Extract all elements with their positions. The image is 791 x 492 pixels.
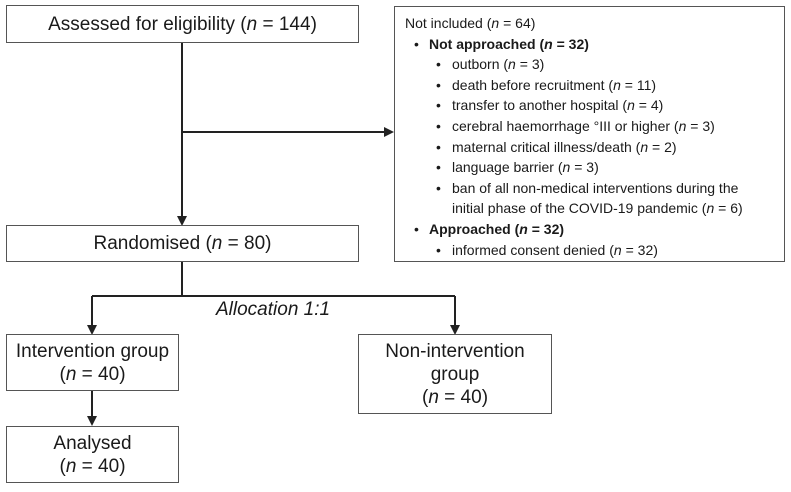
randomised-text: Randomised (n = 80) [93,233,272,254]
list-item: language barrier (n = 3) [405,157,774,178]
non-intervention-count: 40 [460,386,482,408]
not-included-title: Not included (n = 64) [405,15,536,31]
intervention-count-line: (n = 40) [59,363,126,385]
analysed-count-line: (n = 40) [59,455,126,477]
assessed-label: Assessed for eligibility [48,13,236,35]
list-item: cerebral haemorrhage °III or higher (n =… [405,116,774,137]
intervention-label: Intervention group [15,340,170,362]
assessed-text: Assessed for eligibility (n = 144) [48,13,317,35]
list-item: maternal critical illness/death (n = 2) [405,137,774,158]
list-item: ban of all non-medical interventions dur… [405,178,774,219]
intervention-box: Intervention group (n = 40) [6,334,179,391]
non-intervention-label-2: group [430,363,480,385]
not-included-box: Not included (n = 64) Not approached (n … [394,6,785,262]
list-item: outborn (n = 3) [405,54,774,75]
non-intervention-box: Non-intervention group (n = 40) [358,334,552,414]
analysed-box: Analysed (n = 40) [6,426,179,483]
analysed-count: 40 [98,455,120,477]
analysed-label: Analysed [53,432,132,454]
randomised-label: Randomised [93,233,201,254]
randomised-box: Randomised (n = 80) [6,225,359,262]
list-item: transfer to another hospital (n = 4) [405,95,774,116]
non-intervention-label-1: Non-intervention [385,340,525,362]
assessed-box: Assessed for eligibility (n = 144) [6,5,359,43]
randomised-count: 80 [244,233,266,254]
assessed-count: 144 [278,13,311,35]
list-item: death before recruitment (n = 11) [405,75,774,96]
list-item: informed consent denied (n = 32) [405,240,774,261]
non-intervention-count-line: (n = 40) [421,386,489,408]
group-approached: Approached (n = 32) [405,219,774,240]
group-not-approached: Not approached (n = 32) [405,34,774,55]
intervention-count: 40 [98,363,120,385]
allocation-label: Allocation 1:1 [216,299,331,320]
not-included-list: Not approached (n = 32) outborn (n = 3) … [405,34,774,261]
